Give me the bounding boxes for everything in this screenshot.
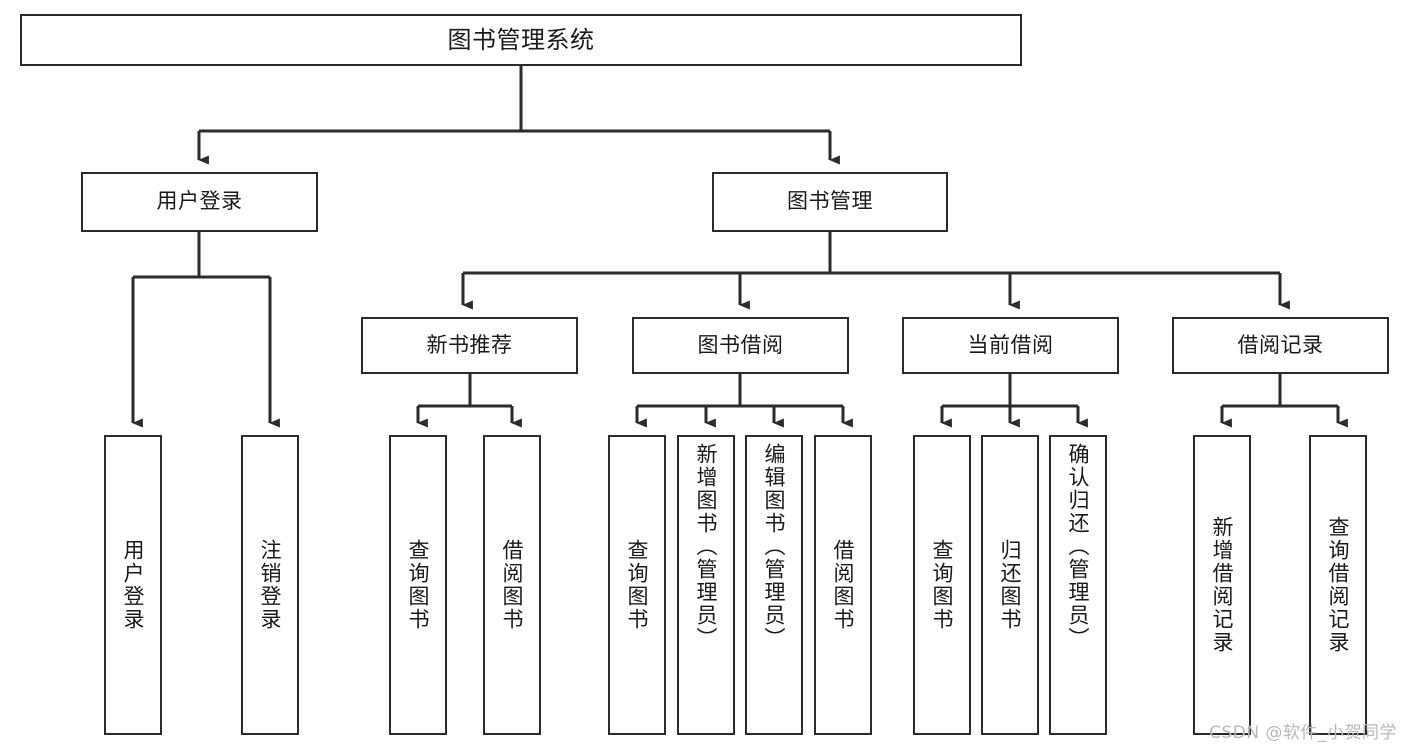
- leaf-record-query-borrow-record[interactable]: 查询借阅记录: [1309, 435, 1367, 735]
- node-label: 查询借阅记录: [1326, 516, 1351, 654]
- node-label: 图书管理系统: [447, 25, 595, 54]
- node-label: 当前借阅: [967, 332, 1054, 357]
- node-label: 注销登录: [258, 539, 283, 631]
- leaf-recommend-query-book[interactable]: 查询图书: [389, 435, 447, 735]
- leaf-borrow-edit-book-admin[interactable]: 编辑图书（管理员）: [745, 435, 803, 735]
- watermark: CSDN @软件_小贺同学: [1209, 723, 1397, 743]
- node-label: 查询图书: [930, 539, 955, 631]
- node-book-borrow[interactable]: 图书借阅: [632, 317, 849, 374]
- leaf-current-query-book[interactable]: 查询图书: [913, 435, 971, 735]
- node-label: 借阅记录: [1237, 332, 1324, 357]
- leaf-borrow-query-book[interactable]: 查询图书: [608, 435, 666, 735]
- node-label: 确认归还（管理员）: [1066, 443, 1091, 650]
- node-label: 借阅图书: [831, 539, 856, 631]
- leaf-current-return-book[interactable]: 归还图书: [981, 435, 1039, 735]
- node-new-book-recommend[interactable]: 新书推荐: [361, 317, 578, 374]
- leaf-recommend-borrow-book[interactable]: 借阅图书: [483, 435, 541, 735]
- leaf-record-add-borrow-record[interactable]: 新增借阅记录: [1193, 435, 1251, 735]
- node-root-system[interactable]: 图书管理系统: [20, 14, 1022, 66]
- node-label: 图书管理: [787, 189, 873, 214]
- node-label: 新增图书（管理员）: [694, 443, 719, 650]
- node-label: 用户登录: [121, 539, 146, 631]
- node-label: 归还图书: [998, 539, 1023, 631]
- leaf-user-login-do[interactable]: 用户登录: [104, 435, 162, 735]
- node-label: 用户登录: [156, 189, 243, 214]
- node-label: 编辑图书（管理员）: [762, 443, 787, 650]
- node-label: 新增借阅记录: [1210, 516, 1235, 654]
- node-label: 新书推荐: [426, 332, 513, 357]
- node-label: 图书借阅: [697, 332, 784, 357]
- leaf-borrow-add-book-admin[interactable]: 新增图书（管理员）: [677, 435, 735, 735]
- node-book-management[interactable]: 图书管理: [712, 172, 948, 232]
- node-label: 查询图书: [406, 539, 431, 631]
- node-current-borrow[interactable]: 当前借阅: [902, 317, 1119, 374]
- node-label: 查询图书: [625, 539, 650, 631]
- node-borrow-record[interactable]: 借阅记录: [1172, 317, 1389, 374]
- node-label: 借阅图书: [500, 539, 525, 631]
- leaf-user-logout[interactable]: 注销登录: [241, 435, 299, 735]
- leaf-current-confirm-return-admin[interactable]: 确认归还（管理员）: [1049, 435, 1107, 735]
- leaf-borrow-borrow-book[interactable]: 借阅图书: [814, 435, 872, 735]
- node-user-login[interactable]: 用户登录: [81, 172, 318, 232]
